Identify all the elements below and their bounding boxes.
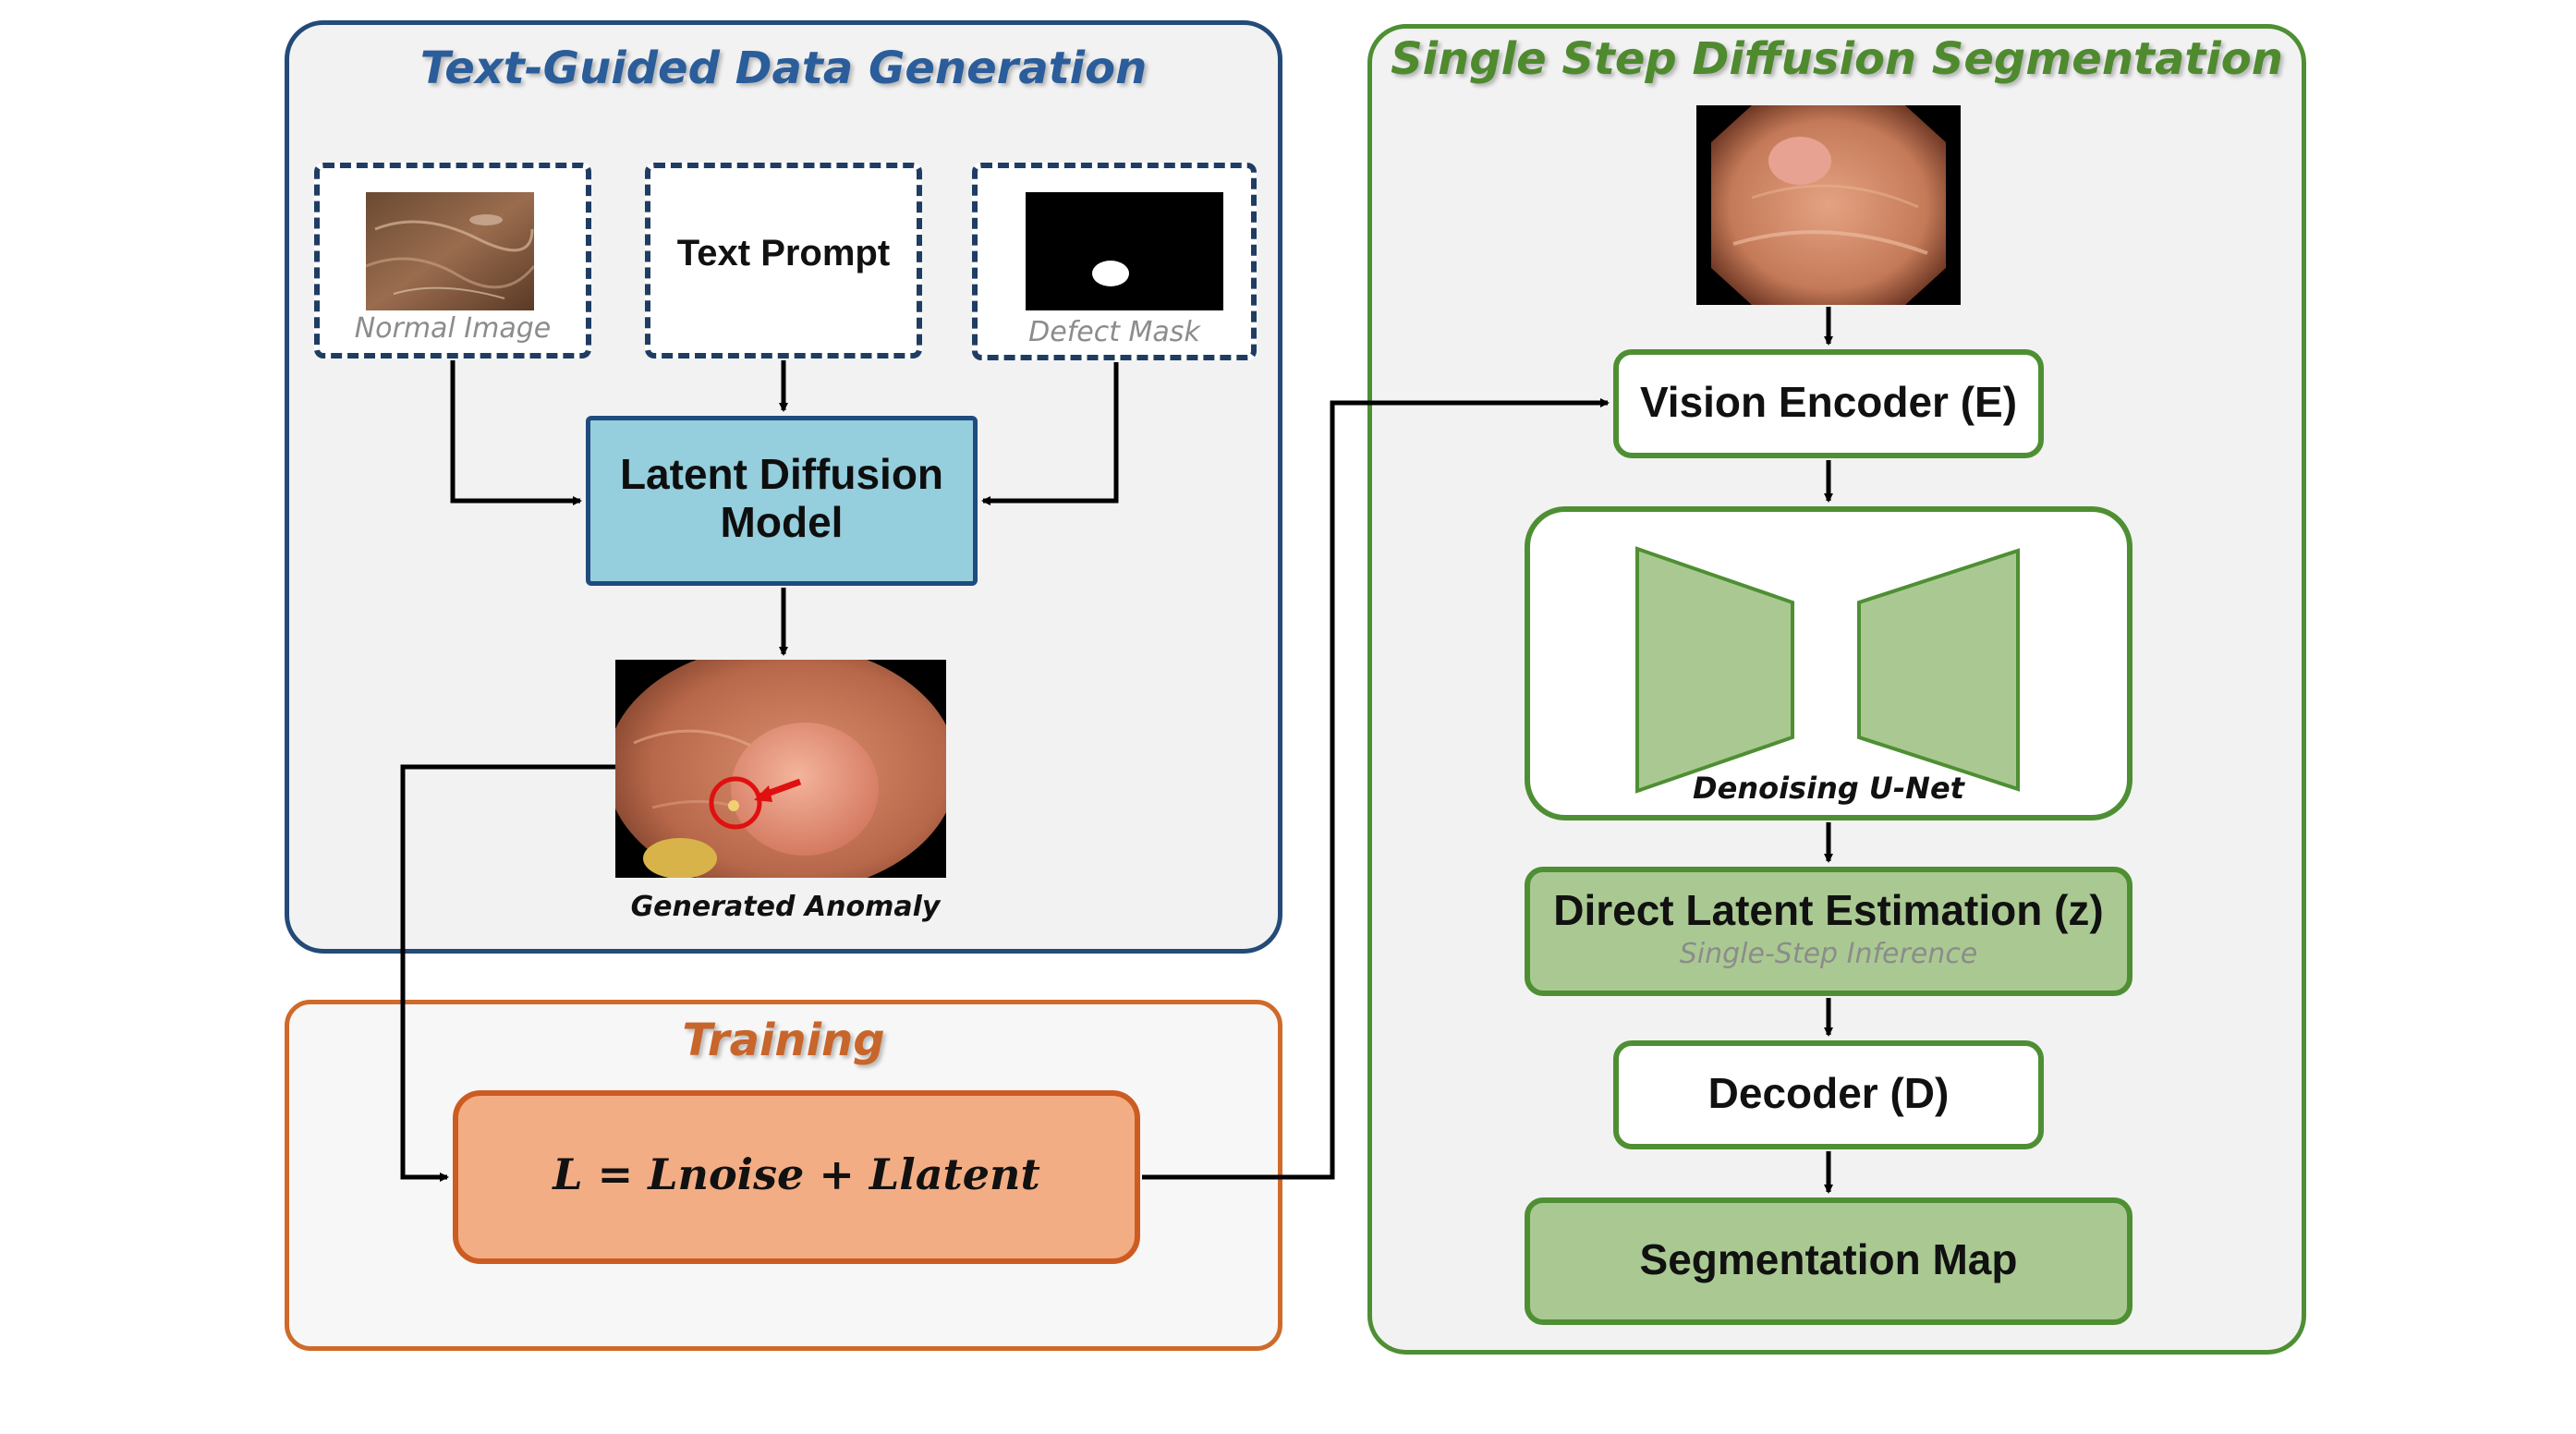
latent-diffusion-label-line1: Latent Diffusion (619, 450, 944, 498)
training-panel-title: Training (682, 1015, 885, 1066)
direct-latent-estimation-box (1525, 867, 2132, 996)
normal-image-label: Normal Image (354, 312, 552, 345)
unet-trapezoid-icon (1635, 546, 2020, 794)
loss-formula-text: L = Lnoise + Llatent (553, 1149, 1040, 1199)
defect-mask-label: Defect Mask (1028, 316, 1200, 348)
denoising-unet-box (1525, 506, 2132, 820)
decoder-box (1613, 1040, 2044, 1149)
single-step-inference-label: Single-Step Inference (1679, 938, 1978, 970)
normal-image-thumbnail (366, 192, 534, 310)
direct-latent-estimation-label: Direct Latent Estimation (z) (1553, 886, 2104, 934)
segmentation-panel-title: Single Step Diffusion Segmentation (1391, 33, 2283, 85)
segmentation-map-label: Segmentation Map (1639, 1235, 2018, 1283)
text-prompt-label: Text Prompt (676, 233, 891, 273)
latent-diffusion-model-box (586, 416, 978, 586)
text-prompt-box (645, 163, 922, 358)
defect-mask-thumbnail (1026, 192, 1223, 310)
loss-formula: L = Lnoise + Llatent (453, 1149, 1140, 1199)
generated-anomaly-label: Generated Anomaly (630, 891, 941, 923)
vision-encoder-box (1613, 349, 2044, 458)
endoscopy-input-image (1696, 105, 1961, 305)
vision-encoder-label: Vision Encoder (E) (1639, 378, 2018, 426)
generation-panel-title: Text-Guided Data Generation (419, 43, 1148, 94)
segmentation-map-box (1525, 1197, 2132, 1325)
latent-diffusion-label-line2: Model (720, 498, 844, 546)
decoder-label: Decoder (D) (1707, 1069, 1950, 1117)
denoising-unet-label: Denoising U-Net (1693, 771, 1964, 806)
generated-anomaly-image (615, 660, 946, 878)
